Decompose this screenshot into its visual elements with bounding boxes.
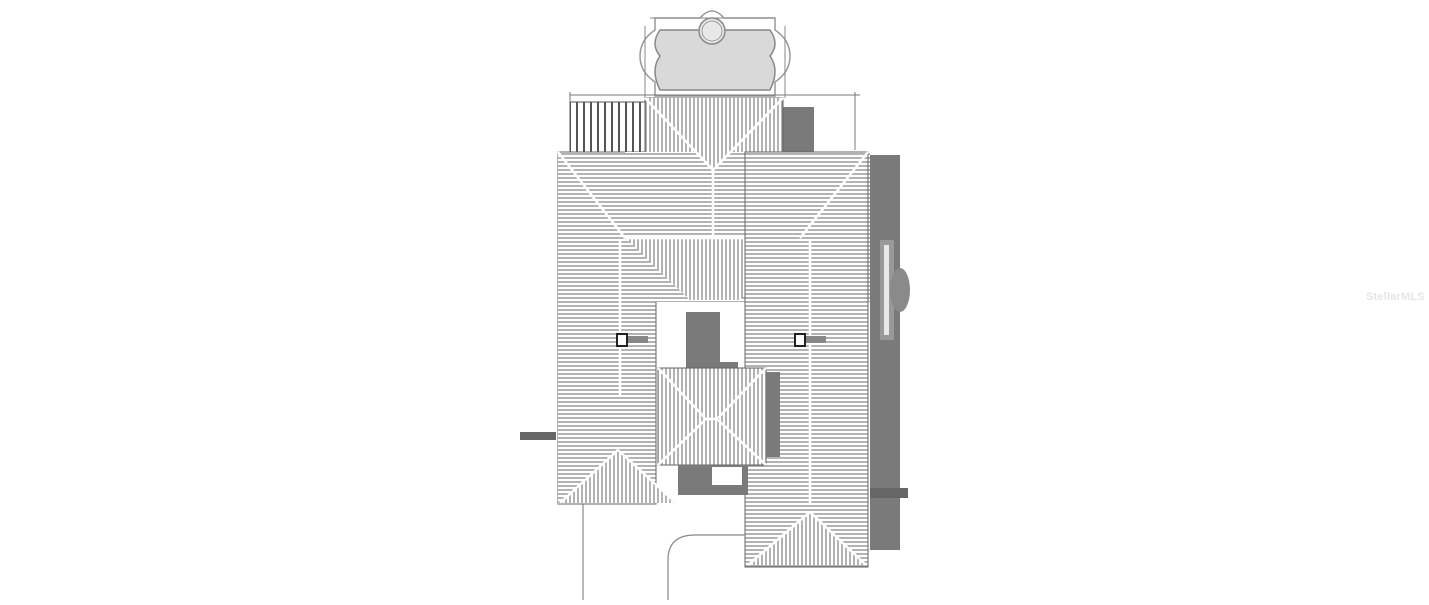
watermark: StellarMLS xyxy=(1366,291,1425,303)
ac-unit-left xyxy=(520,432,556,440)
entry-porch xyxy=(678,465,748,495)
chimney-right xyxy=(794,333,826,347)
courtyard-opening xyxy=(686,312,738,370)
shadow-block-top xyxy=(782,107,814,152)
roof-left-gable xyxy=(559,449,677,504)
pool-shape xyxy=(639,10,791,98)
roof-left-wing xyxy=(557,151,657,505)
ac-unit-right xyxy=(870,488,908,498)
pergola xyxy=(569,101,646,153)
roof-right-wing xyxy=(744,151,869,568)
roof-entry-hip xyxy=(657,367,780,466)
chimney-left xyxy=(616,333,648,347)
driveway-lines xyxy=(582,504,745,600)
right-shadow-band xyxy=(870,155,910,550)
